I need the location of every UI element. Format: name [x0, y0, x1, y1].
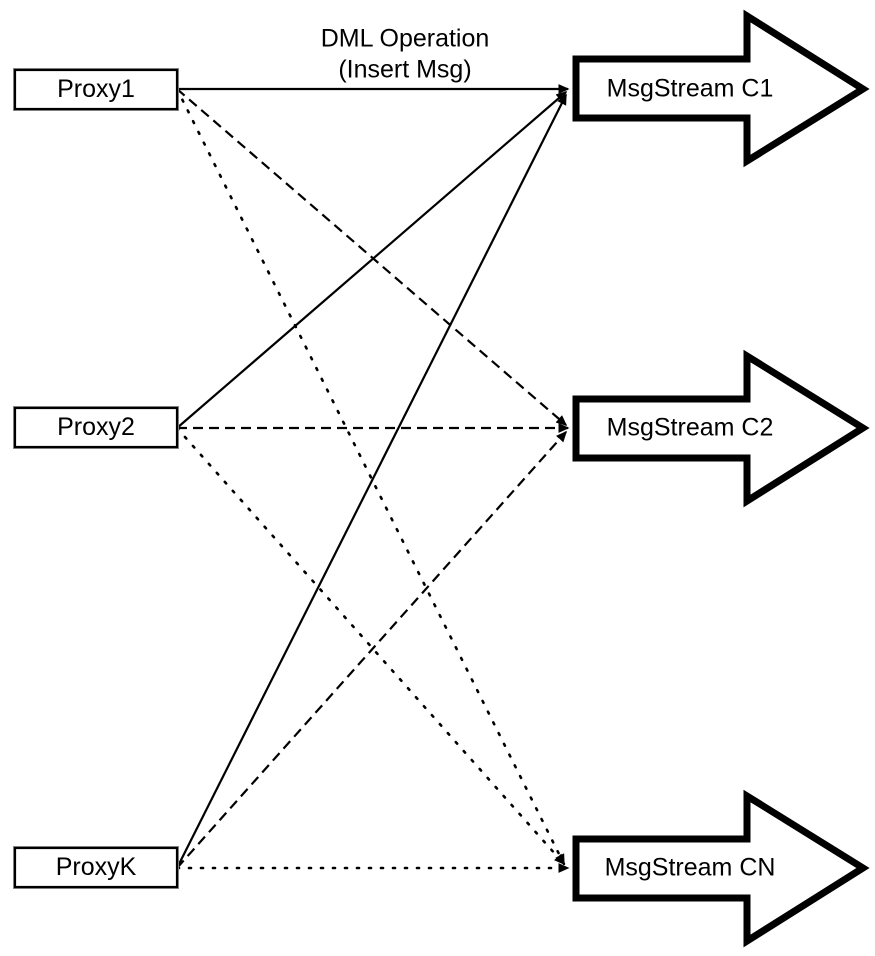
link-proxy2-to-stream-cn[interactable] [175, 426, 566, 866]
proxy-node-proxy2[interactable]: Proxy2 [13, 406, 179, 449]
proxy-node-proxy1[interactable]: Proxy1 [13, 68, 179, 111]
proxy2-box[interactable] [13, 406, 179, 449]
stream-group: MsgStream C1 MsgStream C2 MsgStream CN [572, 9, 870, 948]
proxy1-box[interactable] [13, 68, 179, 111]
link-group [175, 84, 570, 873]
proxy2-box-outline [13, 406, 179, 449]
link-proxy1-to-stream-c2[interactable] [176, 88, 568, 426]
edge-caption-line-1: DML Operation [321, 25, 490, 53]
stream-c2-block-arrow[interactable] [572, 349, 870, 508]
link-proxy1-to-stream-cn[interactable] [175, 87, 566, 866]
proxyk-label: ProxyK [56, 853, 137, 881]
stream-c1-block-arrow[interactable] [572, 9, 870, 168]
proxy1-label: Proxy1 [57, 75, 135, 103]
proxyk-box-outline [13, 846, 179, 889]
proxy1-box-outline [13, 68, 179, 111]
proxy-group: Proxy1 Proxy2 ProxyK [13, 68, 179, 889]
link-proxyk-to-stream-c1[interactable] [176, 93, 567, 869]
stream-node-c1[interactable]: MsgStream C1 [572, 9, 870, 168]
edge-caption: DML Operation (Insert Msg) [321, 25, 490, 84]
proxy-node-proxyk[interactable]: ProxyK [13, 846, 179, 889]
link-proxy2-to-stream-c1[interactable] [176, 91, 568, 429]
stream-c2-label: MsgStream C2 [607, 414, 774, 442]
link-proxyk-to-stream-c2[interactable] [176, 430, 567, 869]
edge-caption-line-2: (Insert Msg) [338, 56, 471, 84]
stream-cn-block-arrow[interactable] [572, 789, 870, 948]
proxy2-label: Proxy2 [57, 413, 135, 441]
stream-cn-label: MsgStream CN [605, 854, 776, 882]
stream-c1-label: MsgStream C1 [607, 75, 774, 103]
stream-node-cn[interactable]: MsgStream CN [572, 789, 870, 948]
proxyk-box[interactable] [13, 846, 179, 889]
stream-node-c2[interactable]: MsgStream C2 [572, 349, 870, 508]
